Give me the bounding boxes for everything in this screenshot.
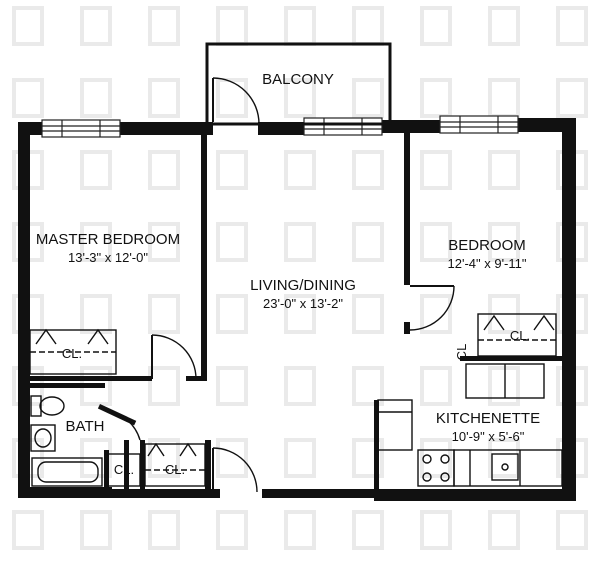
watermark-mark xyxy=(284,222,316,262)
watermark-mark xyxy=(420,222,452,262)
watermark-mark xyxy=(352,366,384,406)
watermark-mark xyxy=(420,150,452,190)
watermark-mark xyxy=(80,510,112,550)
watermark-mark xyxy=(148,78,180,118)
watermark-mark xyxy=(80,78,112,118)
watermark-mark xyxy=(420,294,452,334)
watermark-mark xyxy=(352,78,384,118)
kitchenette-dimensions: 10'-9" x 5'-6" xyxy=(452,429,525,444)
watermark-mark xyxy=(488,222,520,262)
bath-closet-label: CL. xyxy=(114,462,134,477)
watermark-mark xyxy=(352,294,384,334)
watermark-mark xyxy=(488,366,520,406)
kitchen-sink xyxy=(491,453,519,481)
watermark-mark xyxy=(148,222,180,262)
watermark-mark xyxy=(216,150,248,190)
bedroom-closet-label: CL. xyxy=(510,328,530,343)
sink xyxy=(30,424,56,452)
exterior-walls xyxy=(18,118,576,501)
kitchen-counter xyxy=(453,449,563,487)
master-bedroom-dimensions: 13'-3" x 12'-0" xyxy=(68,250,148,265)
watermark-mark xyxy=(148,150,180,190)
watermark-mark xyxy=(488,150,520,190)
kitchen-fixtures xyxy=(377,363,563,487)
toilet xyxy=(30,395,65,417)
watermark-mark xyxy=(216,438,248,478)
watermark-mark xyxy=(216,6,248,46)
watermark-mark xyxy=(352,510,384,550)
watermark-mark xyxy=(12,78,44,118)
watermark-mark xyxy=(12,510,44,550)
watermark-mark xyxy=(216,222,248,262)
watermark-mark xyxy=(80,150,112,190)
watermark-mark xyxy=(12,6,44,46)
hall-closet-label: CL. xyxy=(165,462,185,477)
balcony-label: BALCONY xyxy=(262,71,334,88)
watermark-mark xyxy=(420,6,452,46)
watermark-mark xyxy=(148,366,180,406)
watermark-mark xyxy=(420,438,452,478)
window-bedroom xyxy=(439,115,519,134)
doors xyxy=(103,285,455,494)
bath-fixtures xyxy=(30,395,103,487)
watermark-mark xyxy=(148,6,180,46)
watermark-mark xyxy=(284,438,316,478)
watermark-mark xyxy=(148,438,180,478)
refrigerator xyxy=(377,399,413,451)
master-closet-label: CL. xyxy=(62,346,82,361)
watermark-mark xyxy=(216,510,248,550)
kitchenette-label: KITCHENETTE xyxy=(436,410,540,427)
watermark-mark xyxy=(148,294,180,334)
watermark-mark xyxy=(488,6,520,46)
watermark-mark xyxy=(420,510,452,550)
watermark-mark xyxy=(216,78,248,118)
living-dining-label: LIVING/DINING xyxy=(250,277,356,294)
watermark-mark xyxy=(80,6,112,46)
watermark-mark xyxy=(80,294,112,334)
bath-label: BATH xyxy=(66,418,105,435)
window-master xyxy=(41,119,121,138)
watermark-mark xyxy=(284,510,316,550)
watermark-mark xyxy=(216,294,248,334)
windows xyxy=(41,115,519,138)
closet-fixtures xyxy=(29,313,557,487)
watermark-mark xyxy=(352,438,384,478)
watermark-mark xyxy=(284,294,316,334)
watermark-mark xyxy=(352,6,384,46)
watermark-mark xyxy=(284,150,316,190)
watermark-mark xyxy=(284,6,316,46)
watermark-mark xyxy=(556,78,588,118)
watermark-mark xyxy=(284,366,316,406)
master-bedroom-label: MASTER BEDROOM xyxy=(36,231,180,248)
watermark-mark xyxy=(488,510,520,550)
watermark-mark xyxy=(352,222,384,262)
watermark-mark xyxy=(556,510,588,550)
window-living xyxy=(303,117,383,136)
watermark-mark xyxy=(420,78,452,118)
bathtub xyxy=(31,457,103,487)
watermark-mark xyxy=(556,6,588,46)
watermark-mark xyxy=(352,150,384,190)
room-labels: BALCONY MASTER BEDROOM 13'-3" x 12'-0" L… xyxy=(36,71,540,477)
watermark-mark xyxy=(216,366,248,406)
kitchen-cabinets xyxy=(465,363,545,399)
watermark-mark xyxy=(148,510,180,550)
watermark-mark xyxy=(488,438,520,478)
kitchen-closet-label: CL xyxy=(454,344,469,361)
watermark-mark xyxy=(284,78,316,118)
watermark-mark xyxy=(488,78,520,118)
bedroom-label: BEDROOM xyxy=(448,237,526,254)
living-dining-dimensions: 23'-0" x 13'-2" xyxy=(263,296,343,311)
watermark-mark xyxy=(420,366,452,406)
watermark-mark xyxy=(80,222,112,262)
bedroom-dimensions: 12'-4" x 9'-11" xyxy=(448,256,527,271)
balcony xyxy=(205,42,392,126)
